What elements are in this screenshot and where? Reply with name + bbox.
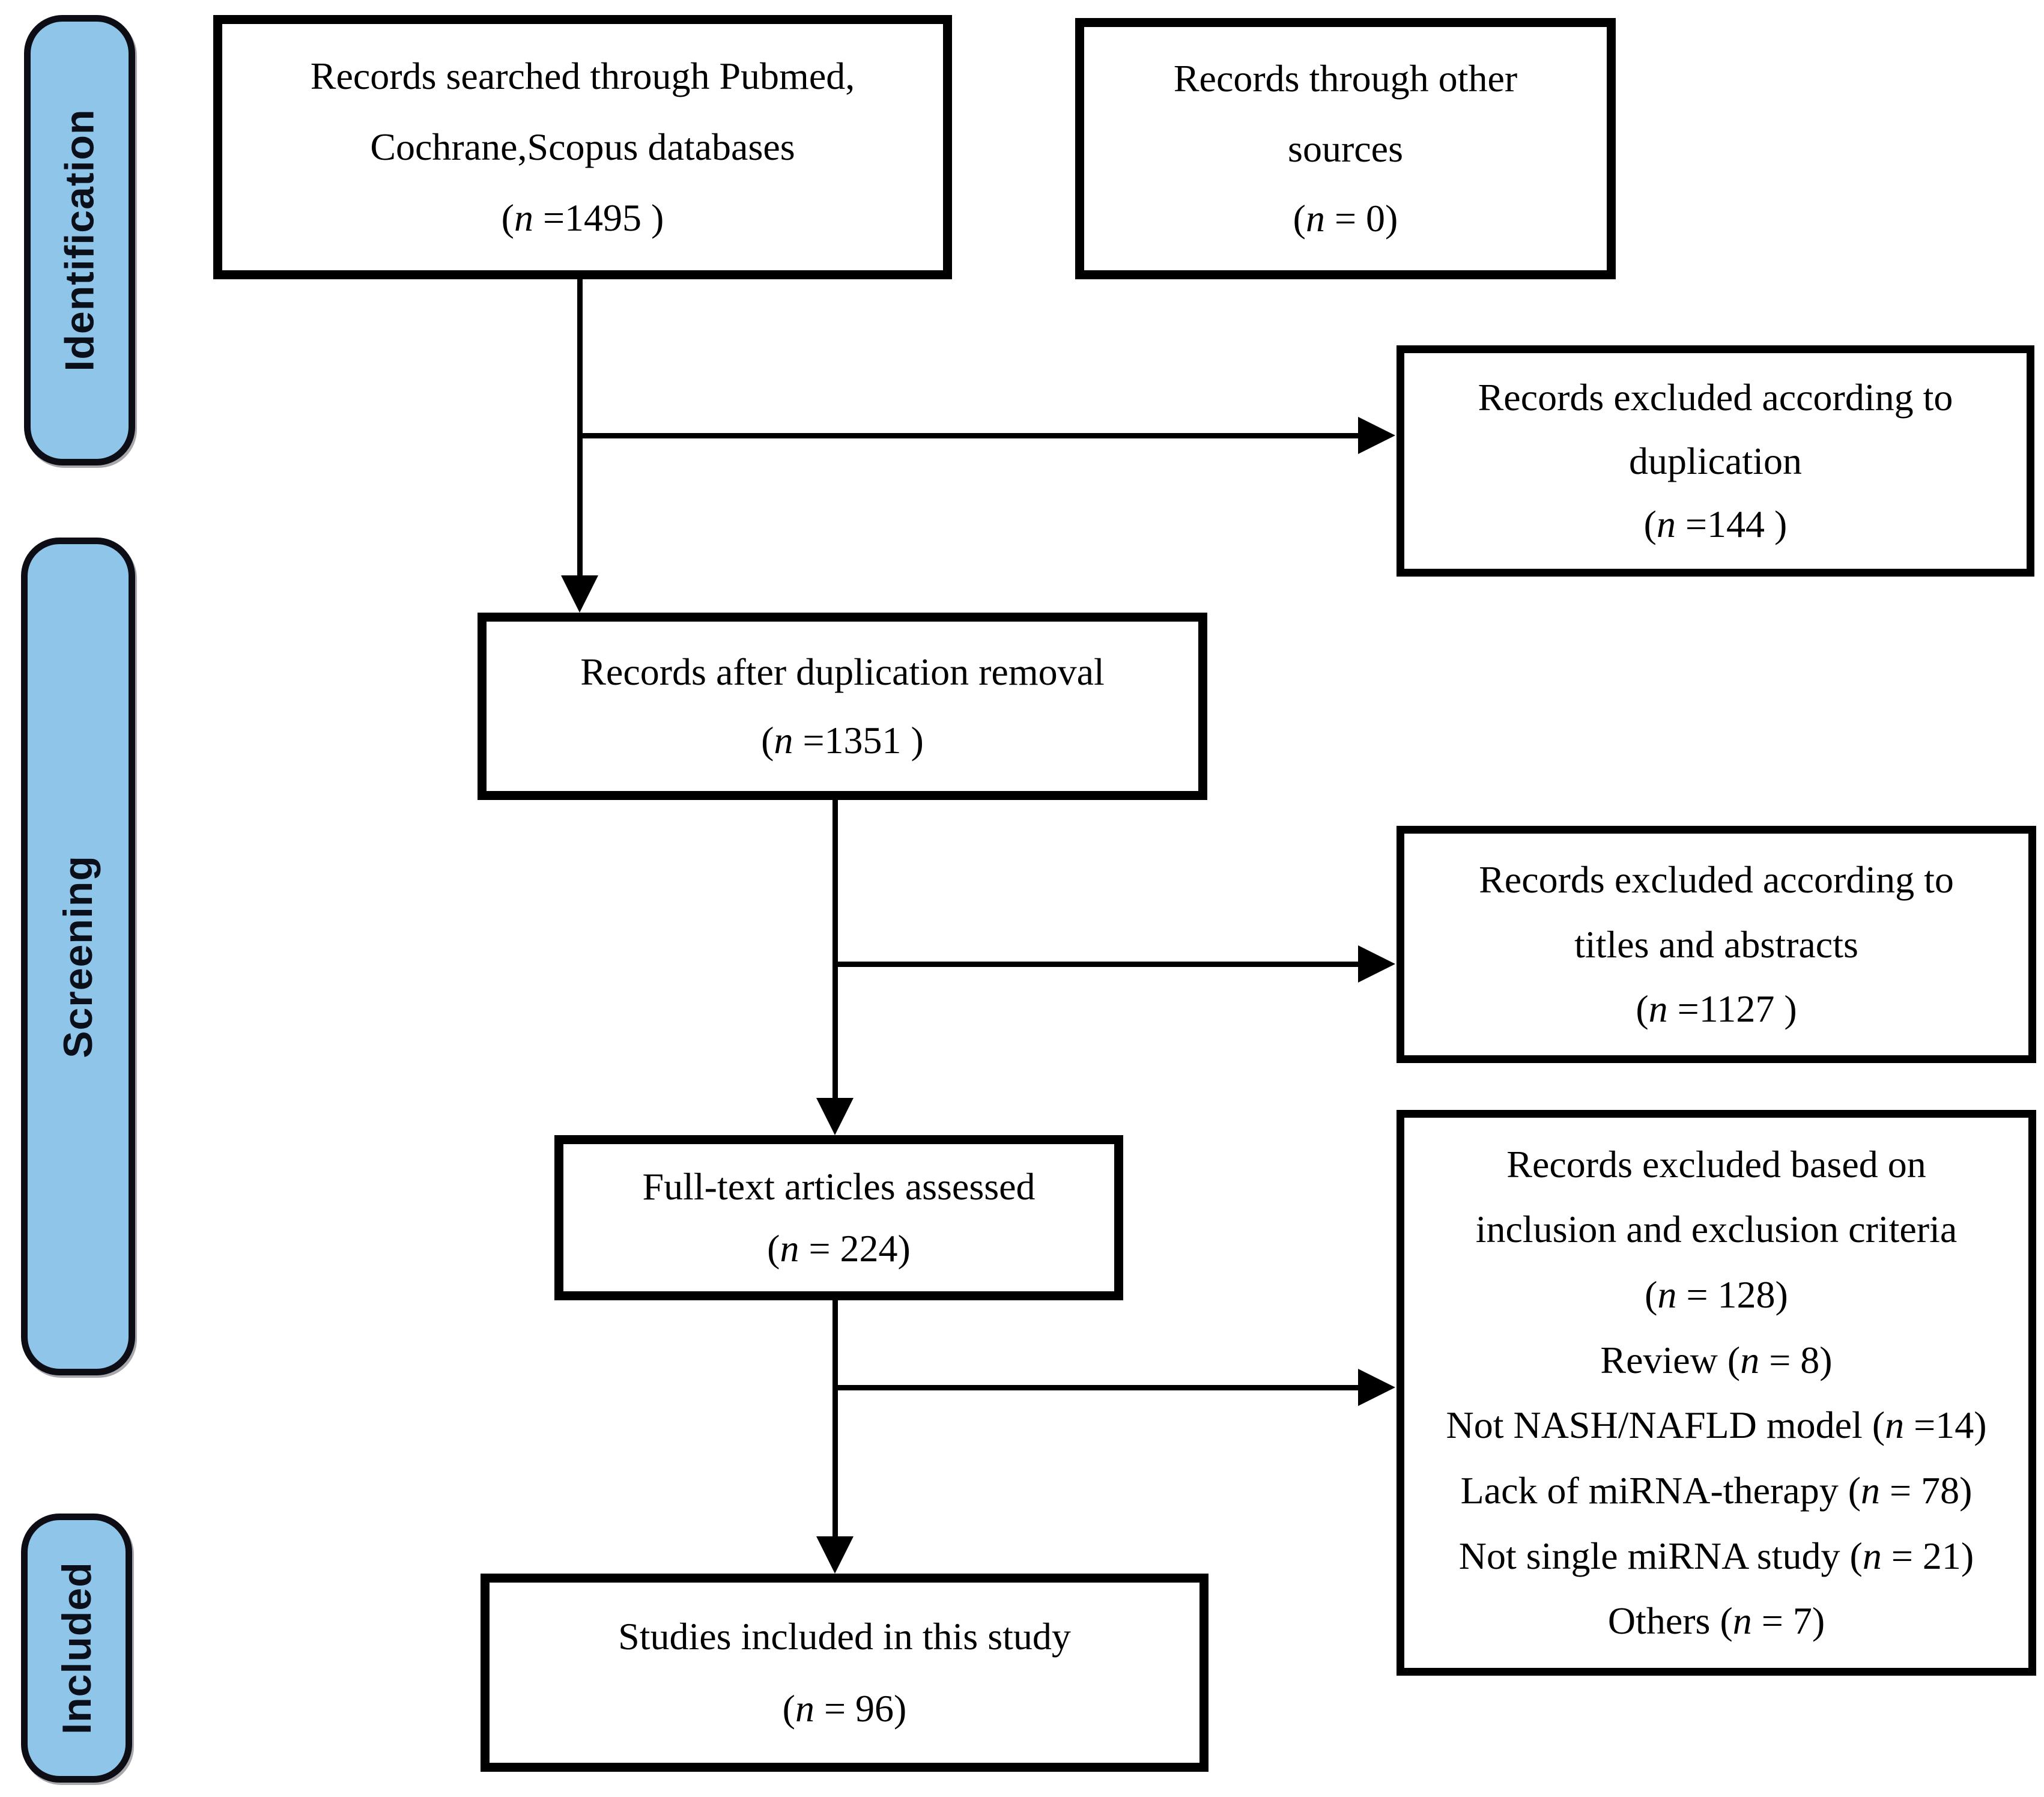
- connector-to-excluded-duplication-line: [577, 433, 1359, 438]
- box-records-searched: Records searched through Pubmed, Cochran…: [213, 15, 952, 279]
- stage-label-included: Included: [53, 1562, 100, 1735]
- box-after-duplication-removal: Records after duplication removal (n =13…: [478, 613, 1207, 800]
- box-reason-line: Not NASH/NAFLD model (n =14): [1446, 1404, 1987, 1447]
- box-text-line: Records excluded based on: [1506, 1142, 1926, 1186]
- connector-afterdup-to-fulltext-line: [832, 799, 838, 1099]
- box-reason-line: Review (n = 8): [1600, 1338, 1833, 1381]
- box-text-line: Studies included in this study: [618, 1614, 1071, 1658]
- stage-pill-screening: Screening: [21, 538, 135, 1375]
- box-reason-line: Lack of miRNA-therapy (n = 78): [1460, 1468, 1973, 1512]
- box-text-line: Records through other: [1173, 56, 1518, 100]
- box-count-line: (n = 128): [1645, 1273, 1788, 1316]
- box-text-line: duplication: [1629, 439, 1802, 482]
- stage-label-screening: Screening: [55, 855, 101, 1058]
- box-text-line: sources: [1288, 127, 1403, 170]
- box-text-line: Cochrane,Scopus databases: [370, 126, 795, 168]
- arrow-right-icon: [1358, 1369, 1395, 1406]
- box-excluded-duplication: Records excluded according to duplicatio…: [1397, 345, 2034, 577]
- box-text-line: titles and abstracts: [1574, 923, 1858, 966]
- box-excluded-criteria: Records excluded based on inclusion and …: [1397, 1110, 2036, 1676]
- box-text-line: Records after duplication removal: [580, 650, 1105, 693]
- box-count-line: (n = 0): [1293, 197, 1398, 240]
- connector-searched-to-afterdup-line: [577, 278, 583, 578]
- arrow-down-icon: [816, 1536, 854, 1574]
- box-count-line: (n = 96): [782, 1687, 907, 1730]
- box-count-line: (n =1495 ): [501, 196, 664, 239]
- arrow-down-icon: [561, 575, 598, 613]
- box-text-line: Full-text articles assessed: [642, 1165, 1036, 1208]
- box-excluded-titles-abstracts: Records excluded according to titles and…: [1397, 826, 2036, 1063]
- box-reason-line: Others (n = 7): [1607, 1599, 1825, 1643]
- box-text-line: Records excluded according to: [1478, 376, 1953, 419]
- connector-to-excluded-criteria-line: [832, 1385, 1359, 1390]
- box-count-line: (n =1351 ): [761, 719, 924, 762]
- stage-pill-identification: Identification: [24, 15, 135, 465]
- box-reason-line: Not single miRNA study (n = 21): [1458, 1534, 1974, 1577]
- box-text-line: Records excluded according to: [1479, 858, 1954, 901]
- connector-fulltext-to-included-line: [832, 1299, 838, 1538]
- box-studies-included: Studies included in this study (n = 96): [481, 1574, 1209, 1772]
- stage-label-identification: Identification: [56, 109, 103, 372]
- box-other-sources: Records through other sources (n = 0): [1075, 18, 1616, 279]
- box-count-line: (n = 224): [767, 1226, 911, 1270]
- box-fulltext-assessed: Full-text articles assessed (n = 224): [554, 1135, 1123, 1300]
- arrow-right-icon: [1358, 945, 1395, 983]
- connector-to-excluded-titles-line: [832, 962, 1359, 967]
- stage-pill-included: Included: [21, 1514, 132, 1783]
- box-text-line: inclusion and exclusion criteria: [1475, 1208, 1958, 1251]
- box-count-line: (n =144 ): [1643, 502, 1788, 545]
- arrow-down-icon: [816, 1098, 854, 1135]
- box-count-line: (n =1127 ): [1636, 987, 1797, 1031]
- arrow-right-icon: [1358, 417, 1395, 454]
- box-text-line: Records searched through Pubmed,: [310, 55, 855, 97]
